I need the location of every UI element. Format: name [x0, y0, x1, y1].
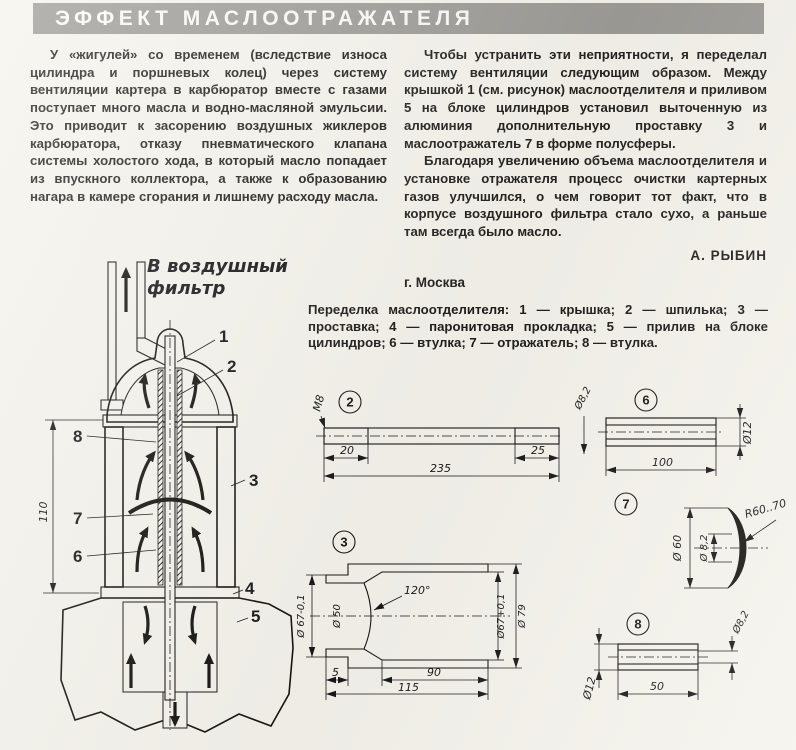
dim-bore-67: Ø67+0,1: [495, 594, 507, 640]
paragraph: Благодаря увеличению объема маслоотделит…: [404, 153, 767, 240]
paragraph: Чтобы устранить эти неприятности, я пере…: [404, 47, 767, 151]
dim-bore-8-2: Ø8,2: [572, 385, 594, 413]
callout-5: 5: [251, 607, 260, 626]
dim-110: 110: [37, 502, 50, 523]
figure-caption: Переделка маслоотделителя: 1 — крышка; 2…: [308, 302, 768, 351]
dim-90: 90: [427, 666, 441, 679]
callout-8: 8: [73, 427, 82, 446]
dim-od-12: Ø12: [741, 421, 754, 445]
dim-115: 115: [398, 681, 419, 694]
part-number-3: 3: [340, 535, 347, 550]
callout-3: 3: [249, 471, 258, 490]
callout-7: 7: [73, 509, 82, 528]
dim-radius: R60..70: [743, 497, 788, 521]
dim-bore-50: Ø 50: [331, 604, 343, 629]
callout-4: 4: [245, 579, 255, 598]
callout-2: 2: [227, 357, 236, 376]
dim-5: 5: [332, 666, 339, 679]
dim-bore-8-2: Ø8,2: [730, 609, 752, 637]
article-right-column: Чтобы устранить эти неприятности, я пере…: [404, 46, 767, 292]
dim-50: 50: [650, 680, 664, 693]
dim-25: 25: [531, 444, 545, 457]
part-number-6: 6: [642, 393, 649, 408]
article-left-column: У «жигулей» со временем (вследствие изно…: [30, 46, 387, 205]
air-filter-label: В воздушный: [147, 256, 288, 277]
dim-angle: 120°: [404, 584, 431, 597]
author-name: А. РЫБИН: [690, 247, 767, 263]
dim-hole-8-2: Ø 8,2: [698, 535, 710, 563]
callout-6: 6: [73, 547, 82, 566]
part-number-7: 7: [622, 497, 629, 512]
dim-m8: М8: [310, 393, 327, 412]
part2-stud-drawing: 2 М8 20 25 235: [310, 386, 565, 491]
part-number-8: 8: [634, 617, 641, 632]
assembly-drawing: В воздушный фильтр: [25, 250, 317, 750]
dim-od-60: Ø 60: [671, 535, 684, 562]
part8-bushing-drawing: 8 Ø12 Ø8,2 50: [580, 608, 765, 728]
dim-od-neck: Ø 67-0,1: [296, 594, 307, 638]
paragraph: У «жигулей» со временем (вследствие изно…: [30, 47, 387, 204]
dim-100: 100: [652, 456, 673, 469]
part-number-2: 2: [346, 395, 353, 410]
callout-1: 1: [219, 327, 228, 346]
dim-20: 20: [340, 444, 354, 457]
author-city: г. Москва: [404, 275, 465, 291]
part3-spacer-drawing: 3 Ø 50 120° Ø 67-0,1 Ø67+0,1 Ø 79: [295, 528, 528, 711]
air-filter-label: фильтр: [147, 278, 225, 299]
page-title: ЭФФЕКТ МАСЛООТРАЖАТЕЛЯ: [33, 3, 764, 34]
dim-od-12: Ø12: [580, 676, 599, 702]
dim-od-79: Ø 79: [516, 604, 528, 629]
part7-deflector-drawing: 7 Ø 60 Ø 8,2 R60..70: [598, 488, 788, 611]
dim-235: 235: [430, 462, 451, 475]
part6-bushing-drawing: 6 Ø8,2 Ø12 100: [568, 384, 768, 484]
